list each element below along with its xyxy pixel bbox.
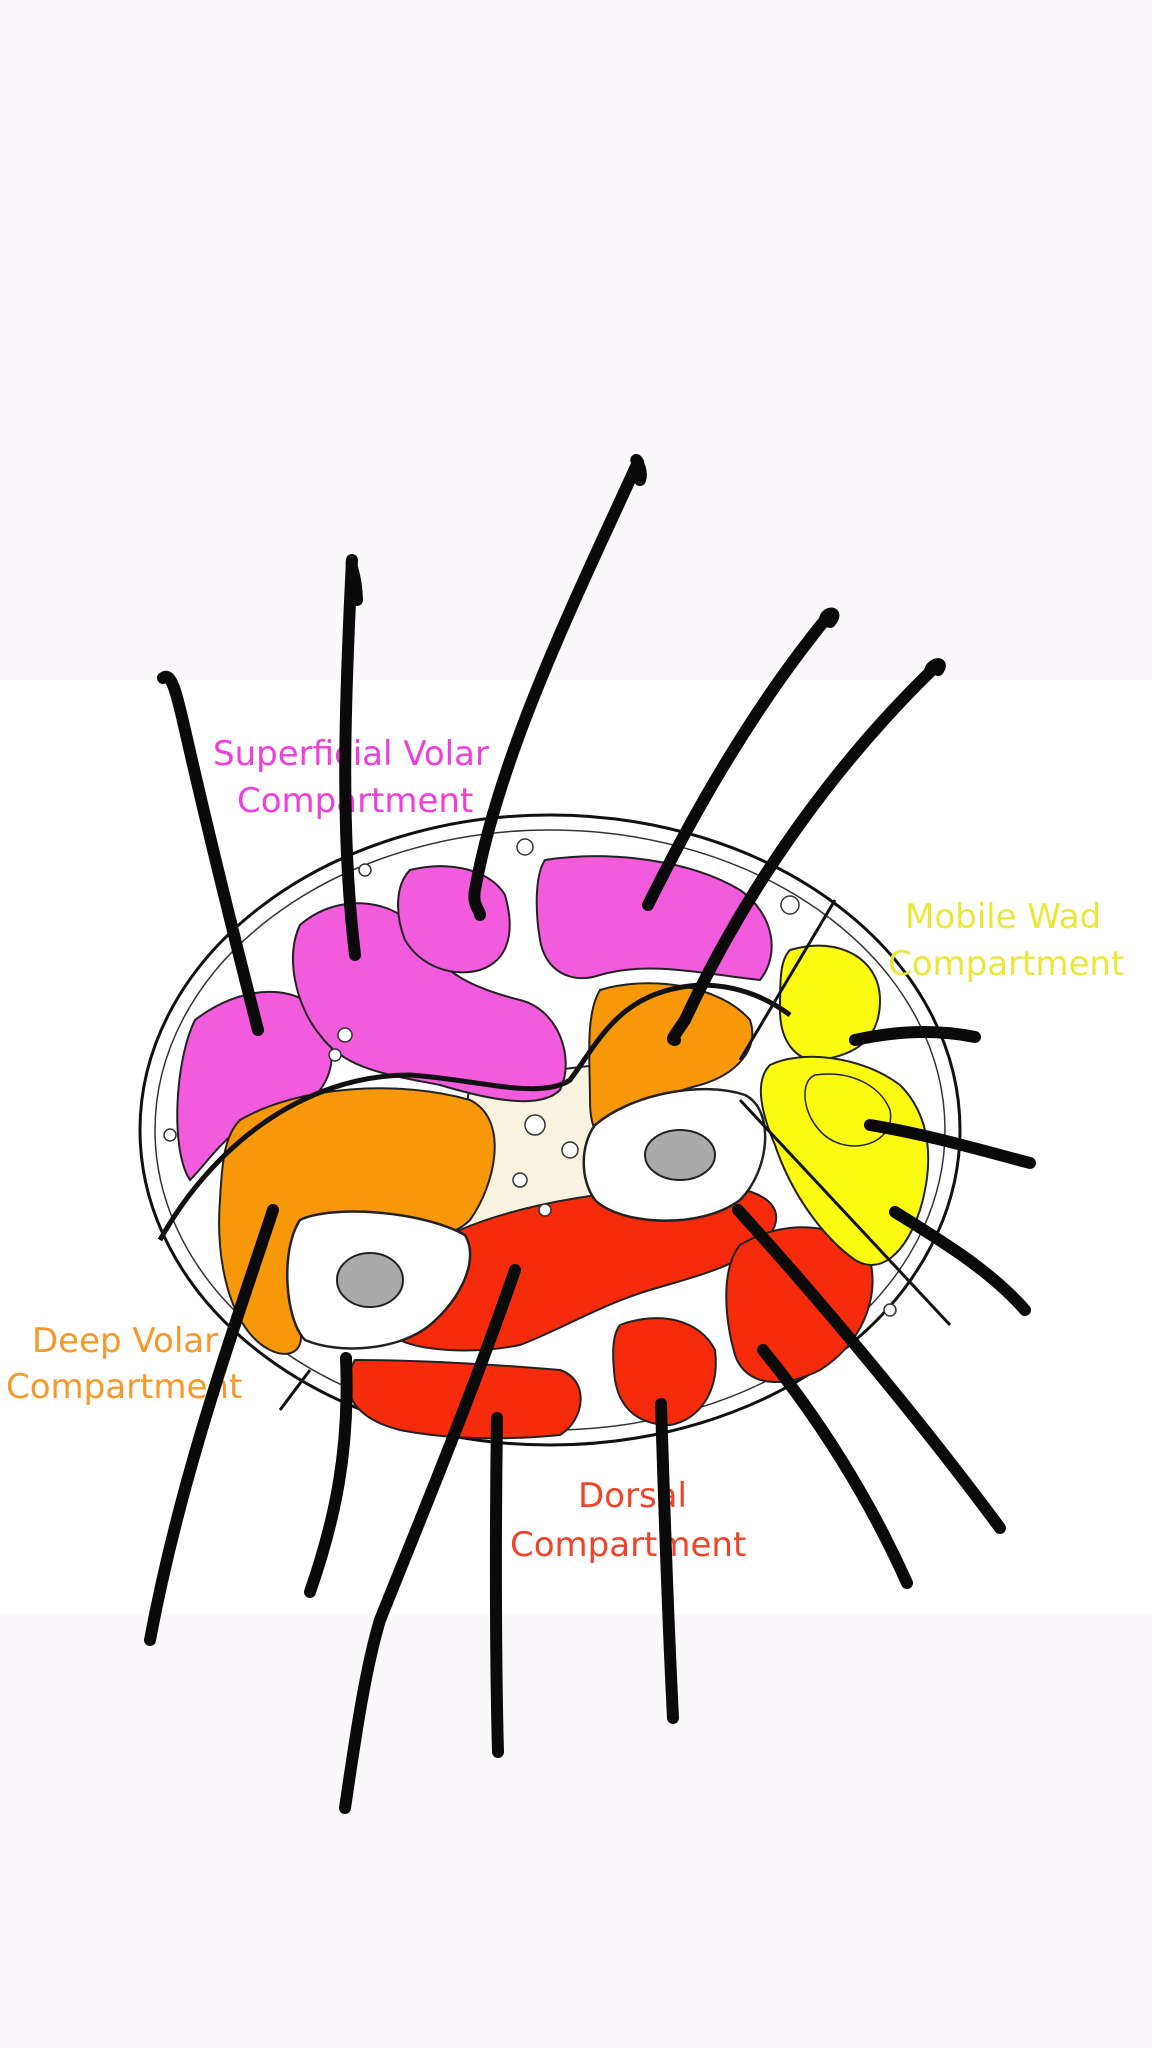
ulna-marrow (336, 1252, 404, 1308)
pointer-line-13 (339, 1264, 521, 1814)
dorsal-septum-line (278, 1369, 312, 1411)
label-mobile-wad-line2: Compartment (888, 944, 1124, 984)
pointer-line-1 (157, 670, 264, 1036)
label-deep-volar-line2: Compartment (6, 1367, 242, 1407)
pointer-line-2 (339, 554, 363, 961)
vessel-markers (163, 838, 897, 1317)
pointer-line-6 (849, 1026, 981, 1046)
radius-marrow (644, 1129, 716, 1181)
label-mobile-wad-line1: Mobile Wad (905, 897, 1101, 937)
mobile-wad-septum-upper (738, 899, 837, 1061)
pointer-lines (144, 454, 1036, 1814)
label-deep-volar-line1: Deep Volar (32, 1321, 218, 1361)
pointer-line-14 (489, 1412, 504, 1758)
pointer-line-12 (304, 1352, 353, 1598)
pointer-line-5 (667, 658, 946, 1046)
label-dorsal-line2: Compartment (510, 1525, 746, 1565)
pointer-line-11 (144, 1204, 279, 1646)
label-dorsal-line1: Dorsal (578, 1476, 687, 1516)
superficial-volar-muscle-4 (535, 855, 773, 982)
pointer-line-7 (864, 1119, 1036, 1169)
mobile-wad-septum-lower (738, 1098, 952, 1327)
pointer-line-3 (468, 454, 647, 921)
label-superficial-volar-line2: Compartment (237, 781, 473, 821)
pointer-line-9 (732, 1204, 1006, 1534)
pointer-line-15 (655, 1398, 679, 1724)
dorsal-muscle-3 (612, 1317, 717, 1427)
pointer-line-8 (889, 1206, 1031, 1316)
pointer-line-10 (757, 1344, 913, 1589)
pointer-line-4 (642, 607, 840, 911)
